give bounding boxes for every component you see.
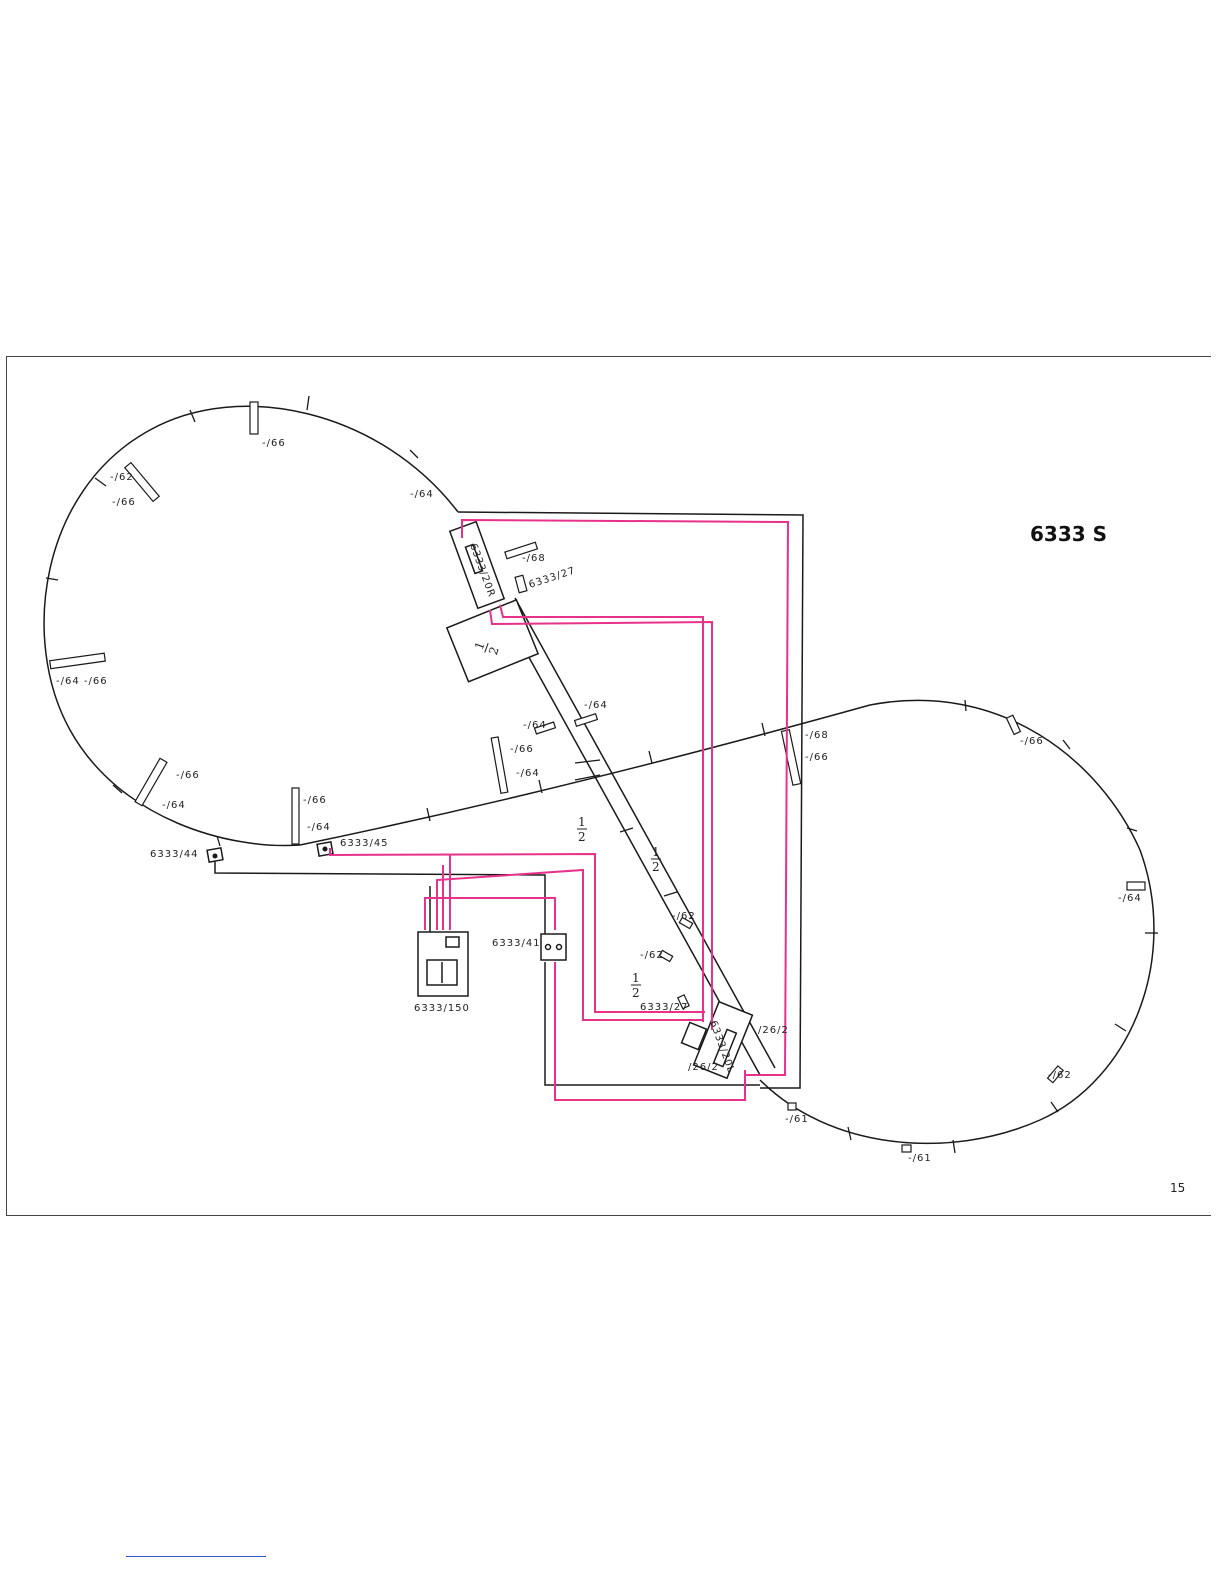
footer-rule <box>126 1556 266 1557</box>
connector-6333-44 <box>207 848 223 862</box>
label: 6333/45 <box>340 838 389 849</box>
label: -/66 <box>303 795 327 806</box>
track-ticks <box>46 396 1158 1153</box>
label: -/64 <box>523 720 547 731</box>
wire-c1 <box>437 870 703 1020</box>
label: -/62 <box>1048 1070 1072 1081</box>
label: -/64 <box>307 822 331 833</box>
label: -/61 <box>785 1114 809 1125</box>
svg-text:2: 2 <box>652 860 660 874</box>
label: 6333/41 <box>492 938 541 949</box>
label: -/66 <box>1020 736 1044 747</box>
left-loop-track <box>44 406 458 845</box>
svg-text:1: 1 <box>578 815 586 829</box>
label: -/66 <box>510 744 534 755</box>
page-number: 15 <box>1170 1181 1185 1195</box>
label: -/66 <box>805 752 829 763</box>
svg-text:1: 1 <box>632 971 640 985</box>
feeder-line <box>458 512 803 1088</box>
controller-6333-150 <box>418 932 468 996</box>
label: -/64 -/66 <box>56 676 108 687</box>
label: -/62 <box>640 950 664 961</box>
label: -/64 <box>162 800 186 811</box>
svg-text:2: 2 <box>632 986 640 1000</box>
label: -/64 <box>584 700 608 711</box>
label: /26/2 <box>688 1062 719 1073</box>
label: -/68 <box>522 553 546 564</box>
label: -/66 <box>176 770 200 781</box>
label: -/62 <box>110 472 134 483</box>
label: -/64 <box>410 489 434 500</box>
label: -/64 <box>1118 893 1142 904</box>
label: 6333/27 <box>528 565 578 590</box>
label: 6333/44 <box>150 849 199 860</box>
page-title: 6333 S <box>1030 522 1107 546</box>
switchbox-6333-41 <box>541 934 566 960</box>
label: 6333/150 <box>414 1003 470 1014</box>
half-mark: 1 2 <box>651 845 661 874</box>
label: /26/2 <box>758 1025 789 1036</box>
label: -/68 <box>805 730 829 741</box>
svg-text:1: 1 <box>652 845 660 859</box>
wire-c4 <box>425 898 555 930</box>
label: -/66 <box>112 497 136 508</box>
labels: -/66 -/62 -/66 -/64 -/64 -/66 -/66 -/64 … <box>56 438 1142 1164</box>
half-mark: 1 2 <box>631 971 641 1000</box>
wire-switch-a <box>490 610 712 1030</box>
wire-switch-b <box>500 605 703 1022</box>
half-mark: 1 2 <box>577 815 587 844</box>
label: 6333/27 <box>640 1002 689 1013</box>
label: -/64 <box>516 768 540 779</box>
label: -/66 <box>262 438 286 449</box>
label: -/62 <box>672 911 696 922</box>
svg-text:2: 2 <box>578 830 586 844</box>
right-loop-track <box>760 700 1154 1143</box>
label: -/61 <box>908 1153 932 1164</box>
